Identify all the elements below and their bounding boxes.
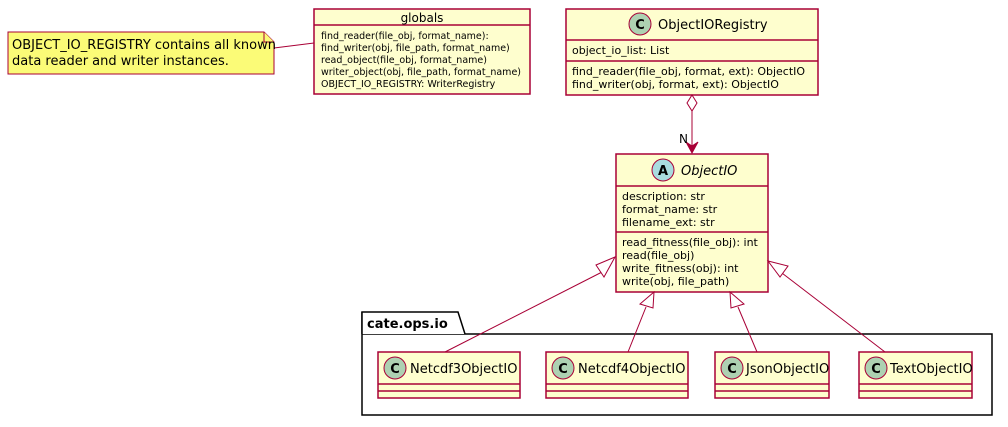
registry-field: object_io_list: List bbox=[572, 44, 670, 57]
aggregation-arrowhead bbox=[685, 141, 699, 155]
registry-method: find_writer(obj, format, ext): ObjectIO bbox=[572, 78, 779, 91]
class-stereotype-icon bbox=[720, 356, 744, 380]
registry-rect bbox=[565, 8, 819, 96]
inheritance-arrow-text bbox=[766, 260, 789, 278]
class-stereotype-letter: C bbox=[871, 362, 881, 377]
class-stereotype-icon bbox=[628, 12, 652, 36]
registry-method: find_reader(file_obj, format, ext): Obje… bbox=[572, 65, 805, 78]
inheritance-line-json bbox=[737, 306, 758, 353]
class-stereotype-letter: C bbox=[390, 362, 400, 377]
objectio-field: filename_ext: str bbox=[622, 216, 715, 229]
objectio-method: read_fitness(file_obj): int bbox=[622, 236, 759, 249]
inheritance-arrow-netcdf3 bbox=[595, 255, 617, 278]
aggregation-diamond bbox=[686, 94, 698, 112]
globals-box: globals find_reader(file_obj, format_nam… bbox=[313, 8, 531, 95]
aggregation-edge: N bbox=[679, 94, 699, 155]
note-shape bbox=[7, 31, 275, 75]
objectio-method: write(obj, file_path) bbox=[622, 275, 729, 288]
package-name: cate.ops.io bbox=[367, 317, 448, 332]
registry-note: OBJECT_IO_REGISTRY contains all known da… bbox=[7, 31, 315, 75]
objectio-rect bbox=[615, 153, 769, 293]
globals-line: writer_object(obj, file_path, format_nam… bbox=[321, 67, 521, 78]
objectio-field: description: str bbox=[622, 190, 705, 203]
class-stereotype-letter: C bbox=[727, 362, 737, 377]
note-fold bbox=[263, 32, 274, 43]
json-name: JsonObjectIO bbox=[745, 362, 829, 377]
package-tab bbox=[361, 311, 466, 335]
note-connector bbox=[273, 42, 315, 49]
abstract-stereotype-letter: A bbox=[658, 164, 668, 179]
globals-line: read_object(file_obj, format_name) bbox=[321, 55, 487, 66]
netcdf3-name: Netcdf3ObjectIO bbox=[410, 362, 517, 377]
inheritance-line-netcdf4 bbox=[627, 306, 647, 353]
globals-title: globals bbox=[401, 11, 444, 25]
note-line-1: OBJECT_IO_REGISTRY contains all known bbox=[12, 38, 276, 53]
multiplicity-label: N bbox=[679, 132, 688, 146]
class-netcdf3: C Netcdf3ObjectIO bbox=[377, 351, 521, 399]
objectio-class: A ObjectIO description: str format_name:… bbox=[615, 153, 769, 293]
objectio-method: write_fitness(obj): int bbox=[622, 262, 739, 275]
note-line-2: data reader and writer instances. bbox=[12, 54, 229, 69]
objectio-field: format_name: str bbox=[622, 203, 718, 216]
objectio-name: ObjectIO bbox=[681, 164, 737, 179]
class-stereotype-letter: C bbox=[558, 362, 568, 377]
inheritance-arrow-netcdf4 bbox=[638, 290, 655, 309]
registry-name: ObjectIORegistry bbox=[658, 18, 768, 33]
globals-line: OBJECT_IO_REGISTRY: WriterRegistry bbox=[321, 79, 496, 90]
class-json: C JsonObjectIO bbox=[714, 351, 830, 399]
inheritance-line-netcdf3 bbox=[444, 269, 607, 353]
text-name: TextObjectIO bbox=[889, 362, 973, 377]
objectio-method: read(file_obj) bbox=[622, 249, 694, 262]
registry-class: C ObjectIORegistry object_io_list: List … bbox=[565, 8, 819, 96]
abstract-stereotype-icon bbox=[651, 158, 675, 182]
class-stereotype-icon bbox=[864, 356, 888, 380]
inheritance-arrow-json bbox=[729, 290, 746, 309]
globals-line: find_reader(file_obj, format_name): bbox=[321, 31, 489, 42]
class-stereotype-icon bbox=[551, 356, 575, 380]
class-text: C TextObjectIO bbox=[858, 351, 973, 399]
class-stereotype-letter: C bbox=[635, 18, 645, 33]
netcdf4-name: Netcdf4ObjectIO bbox=[578, 362, 685, 377]
inheritance-edges bbox=[444, 255, 886, 353]
class-netcdf4: C Netcdf4ObjectIO bbox=[545, 351, 689, 399]
inheritance-line-text bbox=[777, 269, 886, 353]
globals-rect bbox=[313, 8, 531, 95]
globals-line: find_writer(obj, file_path, format_name) bbox=[321, 43, 510, 54]
class-stereotype-icon bbox=[383, 356, 407, 380]
